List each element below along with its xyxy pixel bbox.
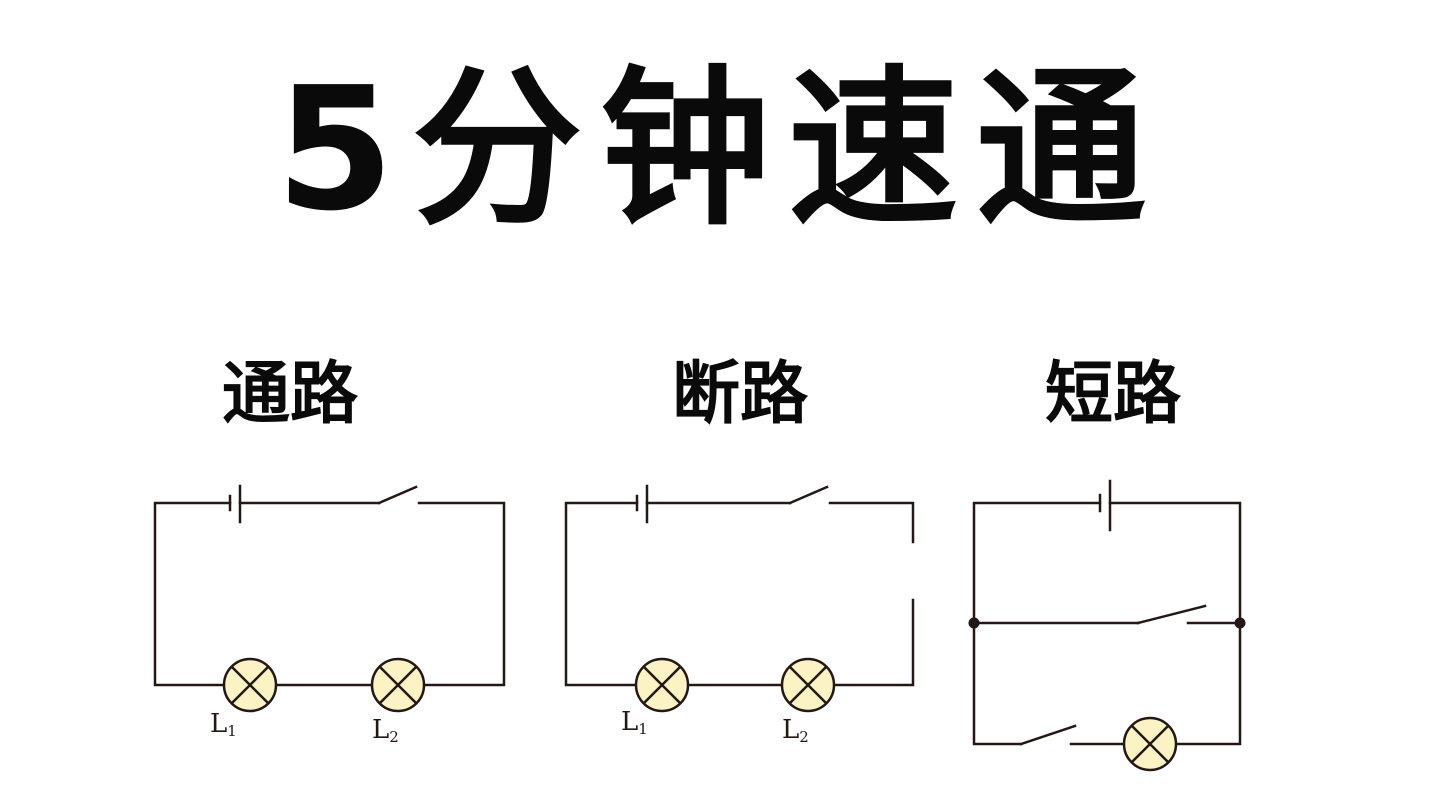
lamp-icon [1122,716,1178,772]
main-title: 5分钟速通 [275,51,1165,249]
wire-loop [153,501,506,687]
lamp-icon [222,657,278,713]
switch-icon [788,485,829,505]
battery-icon [1098,479,1112,532]
closed-circuit-diagram: L1 L2 [153,484,506,746]
junction-node-icon [1234,617,1246,629]
heading-closed-circuit: 通路 [221,355,358,434]
heading-open-circuit: 断路 [671,355,808,434]
lamp-icon [780,657,836,713]
wire-loop [972,501,1242,746]
lamp-icon [634,657,690,713]
heading-short-circuit: 短路 [1044,355,1181,434]
lamp-icon [370,657,426,713]
short-circuit-diagram [968,479,1246,772]
open-circuit-diagram: L1 L2 [564,484,915,746]
lamp-label-l1: L1 [210,709,237,740]
battery-icon [228,484,242,524]
lamp-label-l2: L2 [782,715,809,746]
lamp-label-l1: L1 [621,707,648,738]
junction-node-icon [968,617,980,629]
switch-icon [1019,724,1077,746]
switch-icon [1136,604,1207,625]
lamp-label-l2: L2 [372,715,399,746]
wire-loop [564,501,915,687]
battery-icon [635,484,649,524]
switch-icon [377,485,418,505]
